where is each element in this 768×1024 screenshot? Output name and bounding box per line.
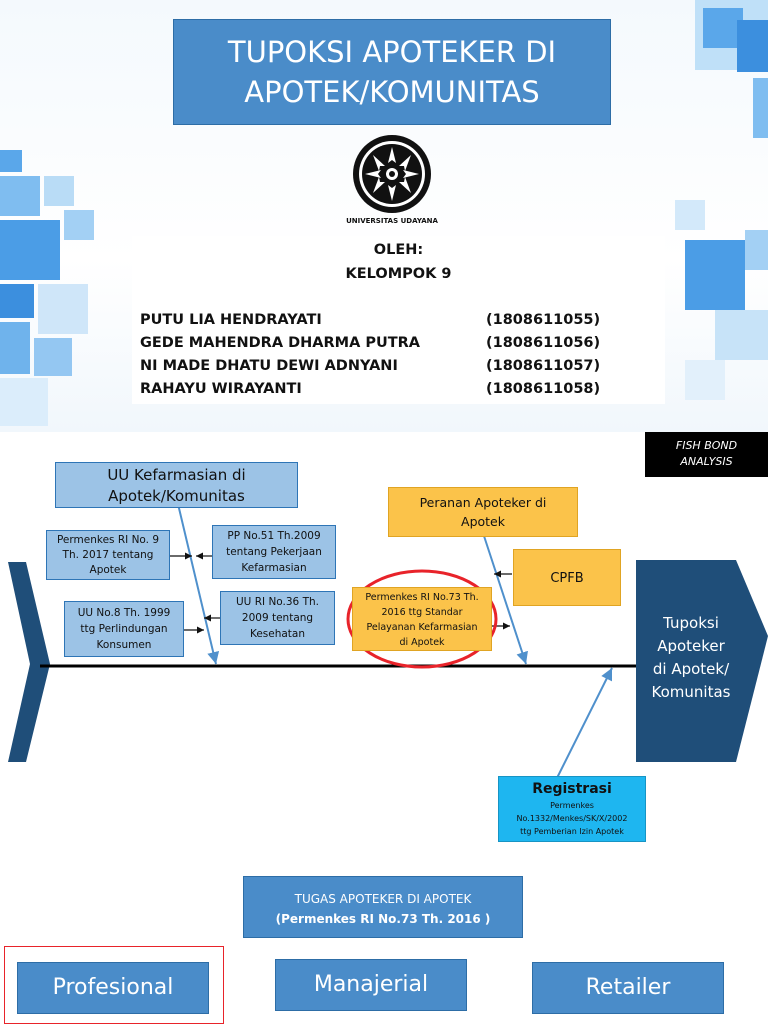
university-logo: UNIVERSITAS UDAYANA: [346, 133, 438, 231]
node-text: tentang Pekerjaan: [226, 546, 322, 558]
node-text: CPFB: [550, 571, 584, 586]
slide-title: TUPOKSI APOTEKER DI APOTEK/KOMUNITAS: [173, 19, 611, 125]
fishbone-diagram: [8, 503, 768, 781]
member-nim: (1808611057): [486, 358, 601, 374]
node-text: Peranan Apoteker di: [419, 495, 547, 510]
group-name: KELOMPOK 9: [345, 266, 452, 282]
node-text: No.1332/Menkes/SK/X/2002: [516, 814, 628, 823]
node-permenkes-9: Permenkes RI No. 9 Th. 2017 tentang Apot…: [46, 530, 170, 580]
node-text: ttg Perlindungan: [80, 623, 168, 635]
member-nim: (1808611058): [486, 381, 601, 397]
node-text: Permenkes RI No.73 Th.: [365, 592, 479, 603]
oleh-label: OLEH:: [373, 242, 424, 258]
node-text: Kefarmasian: [241, 562, 307, 574]
node-text: UU No.8 Th. 1999: [77, 607, 171, 619]
fish-head-label: Tupoksi Apoteker di Apotek/ Komunitas: [636, 612, 746, 712]
node-text: Permenkes RI No. 9: [56, 534, 160, 546]
node-uu-8: UU No.8 Th. 1999 ttg Perlindungan Konsum…: [64, 601, 184, 657]
udayana-emblem-icon: [353, 135, 431, 213]
node-title: Registrasi: [532, 781, 612, 797]
node-text: Apotek/Komunitas: [108, 487, 245, 505]
tasks-slide: TUGAS APOTEKER DI APOTEK (Permenkes RI N…: [0, 864, 768, 1024]
decorative-squares-right: [655, 0, 768, 432]
node-text: Pelayanan Kefarmasian: [366, 622, 478, 633]
decorative-squares-left: [0, 150, 110, 432]
member-row: RAHAYU WIRAYANTI (1808611058): [140, 381, 657, 403]
role-profesional: Profesional: [17, 962, 209, 1014]
fish-tail: [8, 562, 50, 762]
node-text: Apotek: [461, 514, 505, 529]
node-text: Permenkes: [550, 801, 594, 810]
node-text: UU RI No.36 Th.: [236, 596, 319, 608]
tasks-title-box: TUGAS APOTEKER DI APOTEK (Permenkes RI N…: [243, 876, 523, 938]
tasks-subtitle: (Permenkes RI No.73 Th. 2016 ): [275, 912, 491, 926]
node-text: di Apotek/: [652, 660, 730, 678]
node-text: PP No.51 Th.2009: [227, 530, 321, 542]
node-text: Komunitas: [651, 683, 731, 701]
role-label: Manajerial: [313, 972, 429, 997]
node-text: Tupoksi: [663, 614, 719, 632]
bone-uu-kefarmasian: [177, 503, 220, 665]
node-registrasi: Registrasi Permenkes No.1332/Menkes/SK/X…: [498, 776, 646, 842]
member-row: NI MADE DHATU DEWI ADNYANI (1808611057): [140, 358, 657, 380]
node-text: Th. 2017 tentang: [62, 549, 154, 561]
member-name: RAHAYU WIRAYANTI: [140, 381, 302, 397]
fish-head: [636, 560, 768, 762]
node-uu-kefarmasian: UU Kefarmasian di Apotek/Komunitas: [55, 462, 298, 508]
member-nim: (1808611055): [486, 312, 601, 328]
member-name: GEDE MAHENDRA DHARMA PUTRA: [140, 335, 421, 351]
tag-line-2: ANALYSIS: [680, 455, 733, 468]
node-text: Apotek: [89, 564, 127, 576]
node-uu-36: UU RI No.36 Th. 2009 tentang Kesehatan: [220, 591, 335, 645]
member-row: PUTU LIA HENDRAYATI (1808611055): [140, 312, 657, 334]
member-row: GEDE MAHENDRA DHARMA PUTRA (1808611056): [140, 335, 657, 357]
node-permenkes-73: Permenkes RI No.73 Th. 2016 ttg Standar …: [352, 587, 492, 651]
role-label: Retailer: [585, 975, 671, 1000]
bone-registrasi: [555, 667, 613, 781]
node-text: ttg Pemberian Izin Apotek: [520, 827, 624, 836]
node-text: 2016 ttg Standar: [381, 607, 463, 618]
node-peranan-apoteker: Peranan Apoteker di Apotek: [388, 487, 578, 537]
member-name: PUTU LIA HENDRAYATI: [140, 312, 322, 328]
member-name: NI MADE DHATU DEWI ADNYANI: [140, 358, 398, 374]
node-cpfb: CPFB: [513, 549, 621, 606]
node-pp-51: PP No.51 Th.2009 tentang Pekerjaan Kefar…: [212, 525, 336, 579]
bone-peranan: [483, 535, 528, 665]
node-text: Apoteker: [657, 637, 725, 655]
highlight-circle: [346, 569, 498, 669]
member-nim: (1808611056): [486, 335, 601, 351]
node-text: Kesehatan: [249, 628, 306, 640]
node-text: 2009 tentang: [241, 612, 314, 624]
group-info: OLEH: KELOMPOK 9 PUTU LIA HENDRAYATI (18…: [132, 236, 665, 404]
title-line-1: TUPOKSI APOTEKER DI: [227, 35, 557, 69]
node-text: di Apotek: [399, 637, 445, 648]
title-slide: TUPOKSI APOTEKER DI APOTEK/KOMUNITAS UNI…: [0, 0, 768, 432]
title-line-2: APOTEK/KOMUNITAS: [244, 75, 540, 109]
role-manajerial: Manajerial: [275, 959, 467, 1011]
logo-caption: UNIVERSITAS UDAYANA: [346, 217, 438, 225]
node-text: Konsumen: [96, 639, 152, 651]
fish-bond-tag: FISH BOND ANALYSIS: [645, 432, 768, 477]
tasks-title: TUGAS APOTEKER DI APOTEK: [294, 892, 472, 906]
fishbone-slide: FISH BOND ANALYSIS UU Kefar: [0, 432, 768, 864]
role-label: Profesional: [52, 975, 174, 1000]
node-text: UU Kefarmasian di: [107, 466, 246, 484]
role-retailer: Retailer: [532, 962, 724, 1014]
tag-line-1: FISH BOND: [675, 439, 738, 452]
